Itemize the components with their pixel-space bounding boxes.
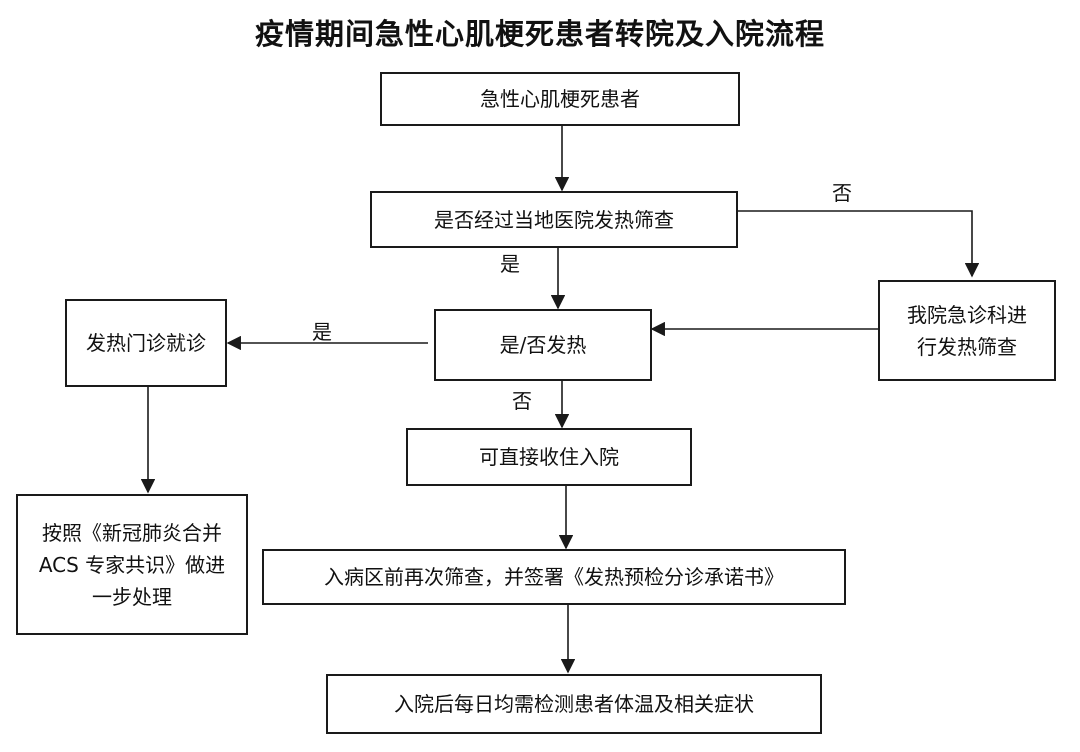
node-er-screening: 我院急诊科进行发热筛查 (878, 280, 1056, 381)
node-start: 急性心肌梗死患者 (380, 72, 740, 126)
label-local-screen-yes: 是 (500, 252, 520, 276)
diagram-title: 疫情期间急性心肌梗死患者转院及入院流程 (254, 17, 825, 51)
label-fever-no: 否 (512, 389, 532, 413)
node-fever-clinic: 发热门诊就诊 (65, 299, 227, 387)
node-direct-admission: 可直接收住入院 (406, 428, 692, 486)
node-fever-decision: 是/否发热 (434, 309, 652, 381)
arrow-local-screen-no-to-er-screen (738, 210, 980, 278)
node-consensus-treatment: 按照《新冠肺炎合并 ACS 专家共识》做进一步处理 (16, 494, 248, 635)
node-ward-rescreening: 入病区前再次筛查，并签署《发热预检分诊承诺书》 (262, 549, 846, 605)
label-local-screen-no: 否 (832, 181, 852, 205)
label-fever-yes: 是 (312, 320, 332, 344)
node-local-screening: 是否经过当地医院发热筛查 (370, 191, 738, 248)
node-daily-monitoring: 入院后每日均需检测患者体温及相关症状 (326, 674, 822, 734)
